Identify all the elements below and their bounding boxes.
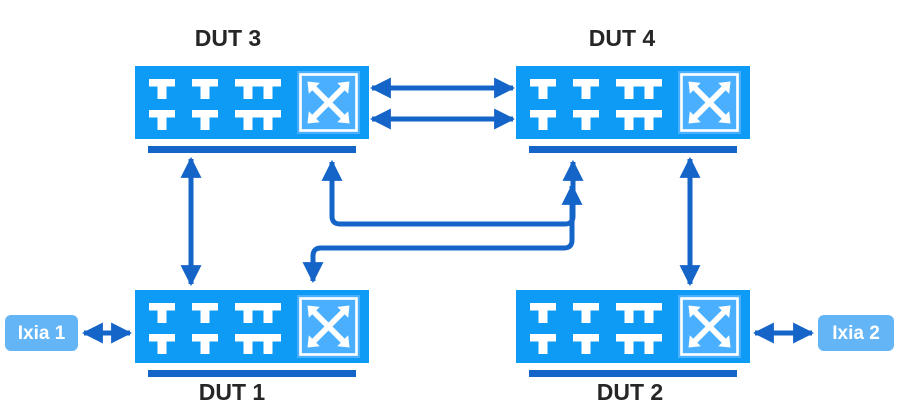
device-base-bar <box>529 146 737 153</box>
ixia2-label: Ixia 2 <box>832 323 880 344</box>
switch-crossbar-icon <box>297 71 360 134</box>
ixia1-label: Ixia 1 <box>18 323 66 344</box>
link-layer <box>81 77 815 344</box>
device-dut1[interactable]: DUT 1 <box>135 290 369 405</box>
device-dut3[interactable]: DUT 3 <box>135 25 369 153</box>
device-base-bar <box>148 370 356 377</box>
switch-crossbar-icon <box>678 295 741 358</box>
device-dut2[interactable]: DUT 2 <box>516 290 750 405</box>
device-base-bar <box>148 146 356 153</box>
traffic-generator-ixia2[interactable]: Ixia 2 <box>818 315 894 351</box>
link-dut2-dut3[interactable] <box>321 159 584 227</box>
device-label-dut4: DUT 4 <box>589 25 656 51</box>
device-base-bar <box>529 370 737 377</box>
traffic-generator-ixia1[interactable]: Ixia 1 <box>5 315 78 351</box>
device-dut4[interactable]: DUT 4 <box>516 25 750 153</box>
ixia2-box <box>818 315 894 351</box>
switch-crossbar-icon <box>678 71 741 134</box>
ixia1-box <box>5 315 78 351</box>
device-label-dut1: DUT 1 <box>199 379 266 405</box>
link-dut1-dut4[interactable] <box>302 183 583 284</box>
device-label-dut2: DUT 2 <box>597 379 663 405</box>
device-label-dut3: DUT 3 <box>195 25 261 51</box>
switch-crossbar-icon <box>297 295 360 358</box>
